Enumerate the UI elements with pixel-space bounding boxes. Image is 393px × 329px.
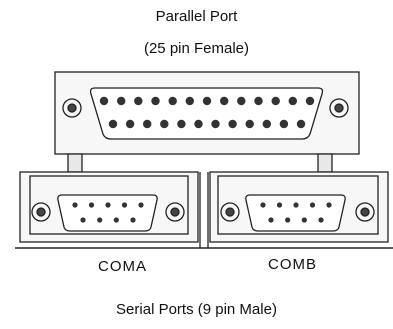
comb-screw-left [220,202,240,222]
coma-pin [113,217,119,223]
coma-pin [80,217,86,223]
parallel-pin [177,119,186,129]
coma-pin [105,202,111,208]
coma-dsub-shell [57,194,158,232]
parallel-pin [220,96,229,106]
serial-ports-caption: Serial Ports (9 pin Male) [116,301,277,318]
parallel-pin [237,96,246,106]
coma-pin [121,202,128,208]
comb-pin [260,202,266,208]
parallel-pin [288,96,297,106]
coma-pin [97,217,103,223]
parallel-pin [194,119,203,129]
coma-screw-left [31,202,51,222]
parallel-pin [305,96,315,106]
comb-pin [268,217,274,223]
parallel-pin [202,96,212,106]
coma-pins [72,202,144,223]
parallel-pin [125,119,135,129]
parallel-pin [228,119,237,129]
comb-dsub-shell [245,194,346,232]
comb-pin [309,202,316,208]
parallel-pin [262,119,271,129]
parallel-pin [143,119,152,129]
parallel-pin [296,119,306,129]
comb-pins [260,202,332,223]
comb-pin [326,202,332,208]
parallel-pin [108,119,118,129]
coma-screw-right [165,202,185,222]
comb-pin [276,202,283,208]
comb-pin [293,202,299,208]
coma-pin [88,202,95,208]
coma-label: COMA [98,258,147,275]
bracket-post-right [317,153,333,173]
parallel-pin [99,96,109,106]
comb-screw-right [355,202,375,222]
parallel-pin [117,96,126,106]
coma-pin [138,202,144,208]
comb-label: COMB [268,256,317,273]
parallel-pin [134,96,143,106]
parallel-pin [279,119,289,129]
parallel-pin [254,96,263,106]
parallel-pin [160,119,169,129]
parallel-pin [185,96,194,106]
parallel-pin [211,119,220,129]
parallel-port-title: Parallel Port [155,8,238,25]
coma-pin [72,202,78,208]
parallel-pin [168,96,177,106]
parallel-screw-right [329,98,349,118]
comb-pin [301,217,307,223]
bracket-post-left [67,153,83,173]
parallel-pin [271,96,280,106]
comb-pin [285,217,291,223]
parallel-pins [99,96,315,129]
parallel-pin [151,96,160,106]
comb-pin [318,217,324,223]
parallel-port-subtitle: (25 pin Female) [143,40,250,57]
parallel-pin [245,119,254,129]
parallel-dsub-shell [89,87,324,140]
parallel-screw-left [62,98,82,118]
coma-pin [130,217,136,223]
